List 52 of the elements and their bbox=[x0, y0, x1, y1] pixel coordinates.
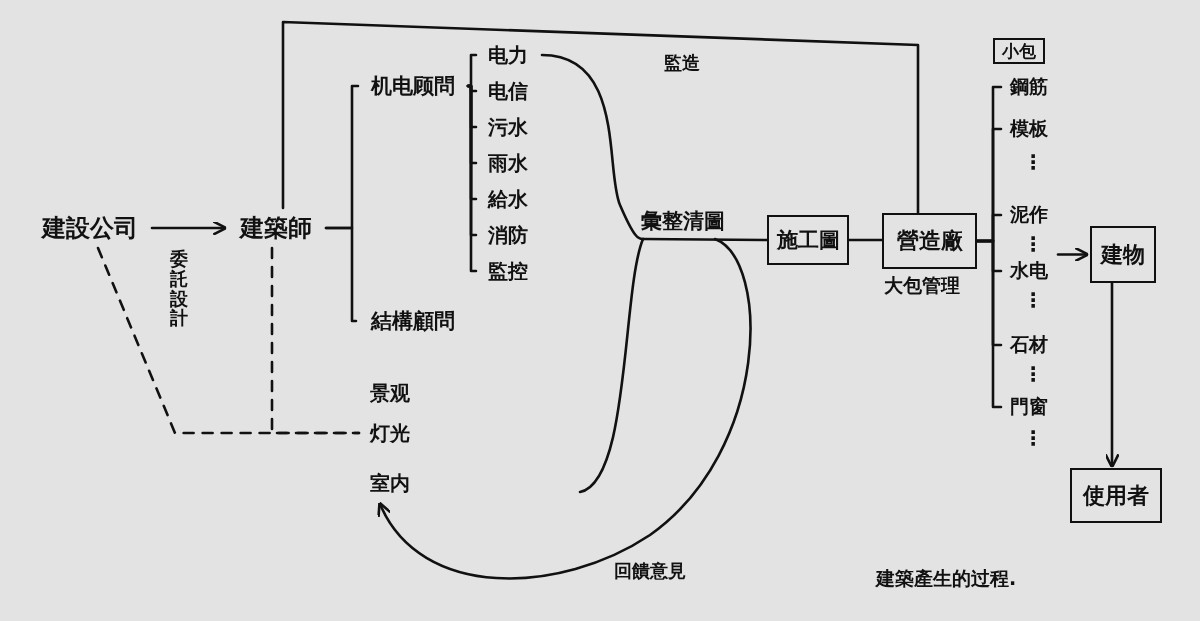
node-label: 机电顾問 bbox=[360, 70, 466, 102]
arrow bbox=[150, 220, 228, 236]
connector-line bbox=[324, 226, 358, 323]
edge-label: 回饋意見 bbox=[612, 558, 688, 584]
node-label: 灯光 bbox=[362, 418, 418, 448]
connector-line bbox=[281, 20, 920, 215]
process-box bbox=[1090, 226, 1156, 283]
ellipsis-mark: ⋮ bbox=[1023, 426, 1043, 450]
node-label: 彙整清圖 bbox=[623, 206, 743, 236]
node-label: 泥作 bbox=[1003, 200, 1055, 230]
dashed-connector bbox=[270, 246, 361, 435]
edge-label: 委託設計 bbox=[168, 248, 190, 330]
connector-line bbox=[578, 237, 645, 494]
connector-line bbox=[975, 239, 1003, 409]
ellipsis-mark: ⋮ bbox=[1023, 288, 1043, 312]
box-label: 小包 bbox=[1002, 39, 1036, 63]
connector-line bbox=[847, 238, 884, 242]
node-label: 建築師 bbox=[228, 210, 324, 246]
node-label: 室内 bbox=[362, 468, 418, 498]
connector-line bbox=[641, 237, 769, 242]
connector-line bbox=[466, 84, 478, 273]
node-label: 建設公司 bbox=[30, 210, 150, 246]
arrow bbox=[1056, 246, 1090, 263]
box-label: 營造廠 bbox=[896, 227, 963, 255]
ellipsis-mark: ⋮ bbox=[1023, 362, 1043, 386]
node-label: 門窗 bbox=[1003, 392, 1055, 422]
node-label: 給水 bbox=[478, 184, 538, 214]
node-label: 結構顧問 bbox=[358, 305, 468, 337]
node-caption: 大包管理 bbox=[884, 273, 960, 298]
process-box bbox=[993, 38, 1045, 64]
process-box bbox=[767, 215, 849, 265]
node-label: 石材 bbox=[1003, 330, 1055, 360]
node-label: 模板 bbox=[1003, 114, 1055, 144]
node-label: 景观 bbox=[362, 378, 418, 408]
node-label: 雨水 bbox=[478, 148, 538, 178]
box-label: 施工圖 bbox=[776, 227, 840, 254]
node-label: 水电 bbox=[1003, 256, 1055, 286]
box-label: 建物 bbox=[1101, 240, 1145, 269]
node-label: 鋼筋 bbox=[1003, 72, 1055, 102]
node-label: 电信 bbox=[478, 76, 538, 106]
process-box bbox=[1070, 468, 1162, 523]
caption: 建築產生的过程. bbox=[876, 566, 1017, 591]
node-label: 污水 bbox=[478, 112, 538, 142]
ellipsis-mark: ⋮ bbox=[1023, 232, 1043, 256]
box-label: 使用者 bbox=[1083, 481, 1149, 510]
process-box bbox=[882, 213, 977, 269]
node-label: 消防 bbox=[478, 220, 538, 250]
ellipsis-mark: ⋮ bbox=[1023, 150, 1043, 174]
node-label: 監控 bbox=[478, 256, 538, 286]
arrow bbox=[1104, 281, 1120, 469]
connector-line bbox=[540, 53, 645, 241]
node-label: 电力 bbox=[478, 40, 538, 70]
